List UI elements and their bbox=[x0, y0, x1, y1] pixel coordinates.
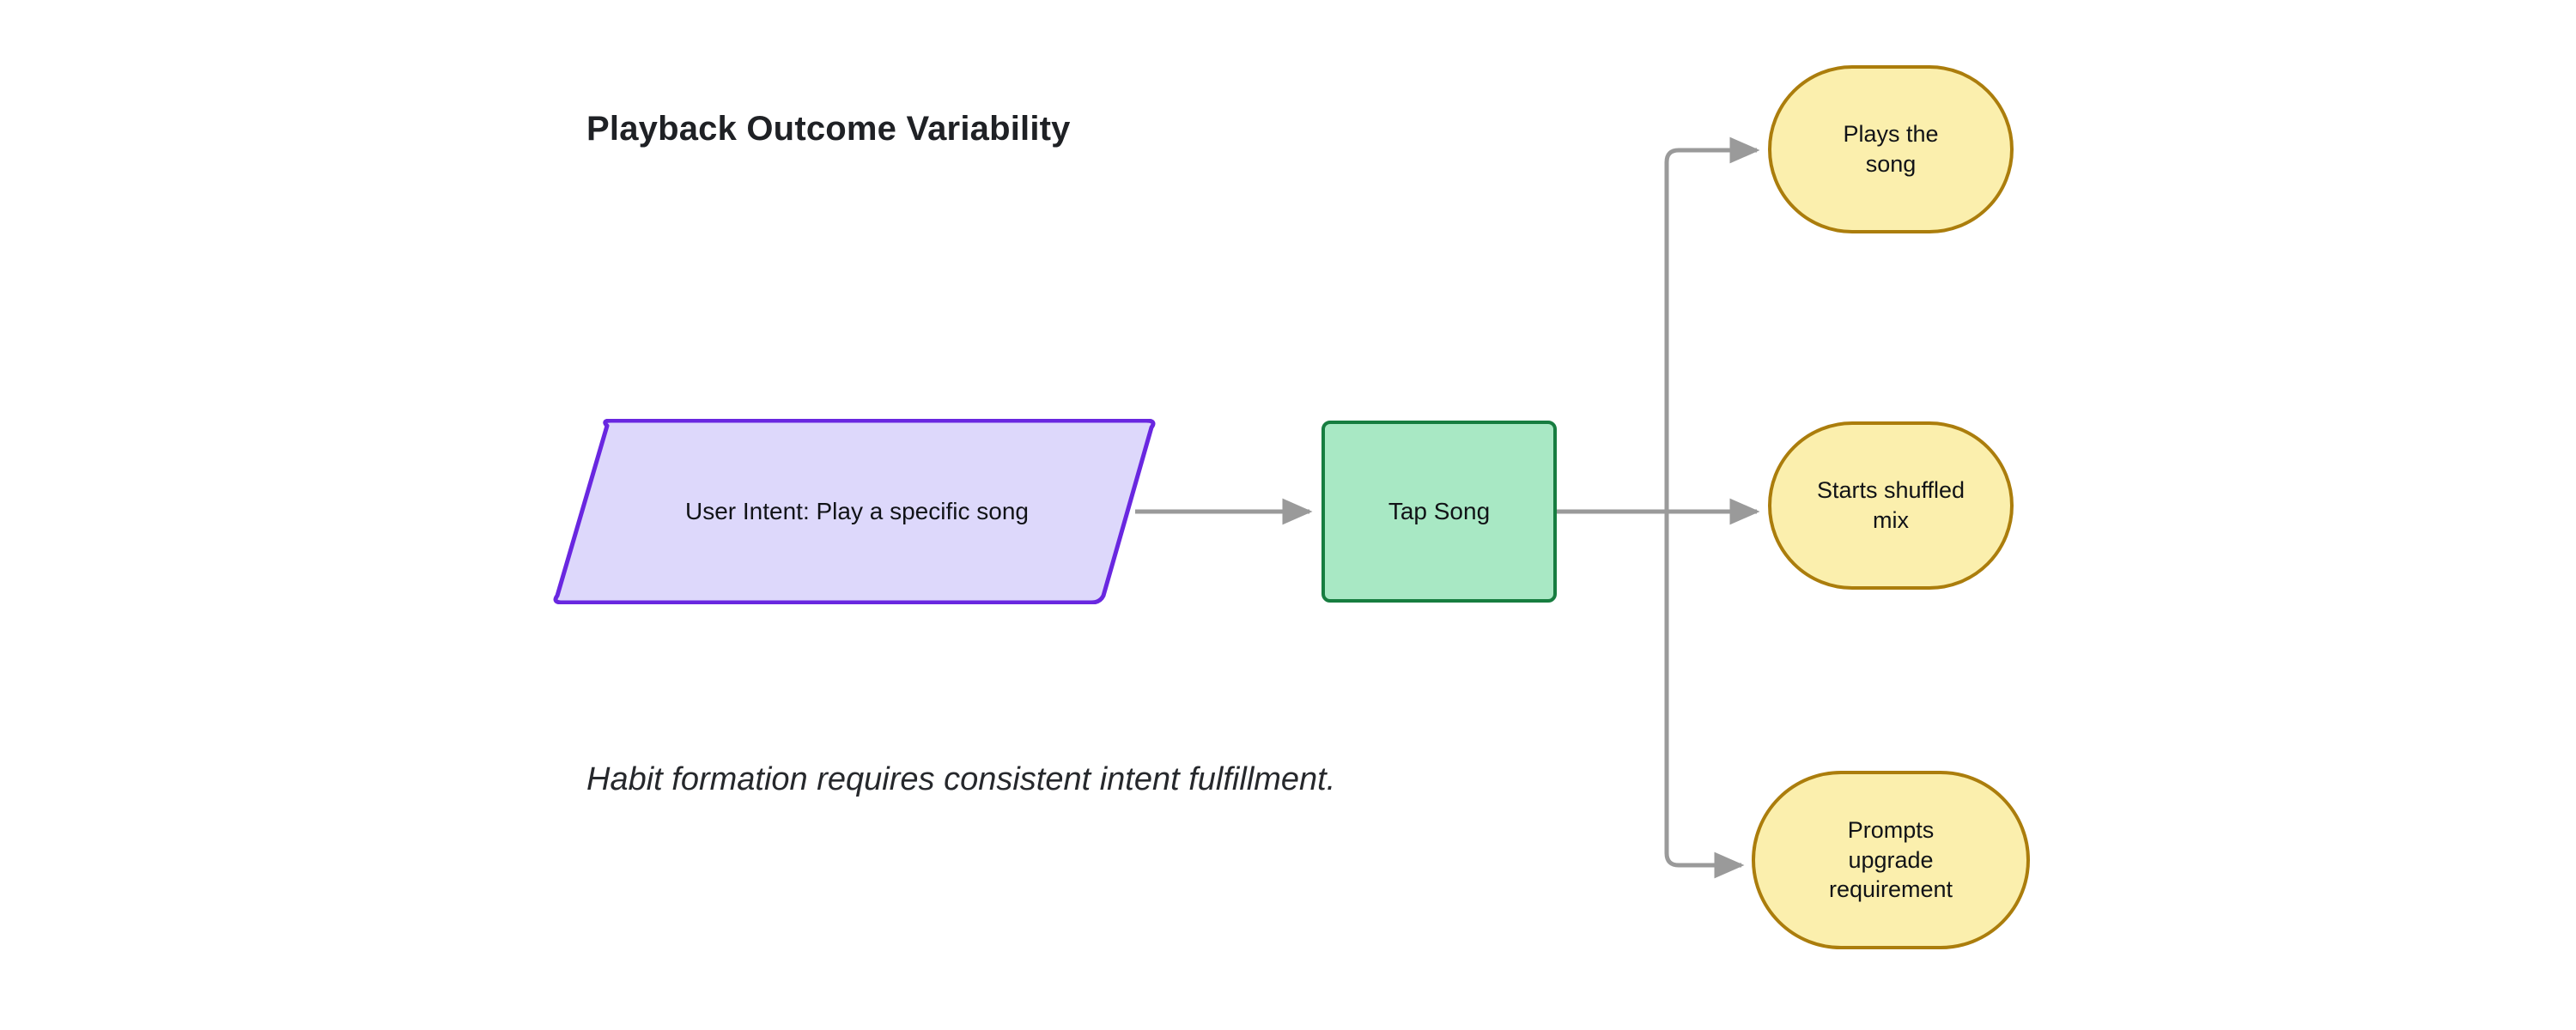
diagram-caption: Habit formation requires consistent inte… bbox=[586, 761, 1336, 797]
edge-tap-to-upgrade bbox=[1664, 512, 1745, 879]
node-user-intent[interactable]: User Intent: Play a specific song bbox=[550, 419, 1158, 604]
node-shuffled-mix[interactable]: Starts shuffled mix bbox=[1768, 421, 2014, 590]
node-user-intent-label: User Intent: Play a specific song bbox=[685, 498, 1029, 525]
parallelogram-shape bbox=[553, 419, 1156, 604]
node-plays-song-label: Plays the song bbox=[1843, 121, 1939, 177]
node-upgrade-prompt[interactable]: Prompts upgrade requirement bbox=[1752, 771, 2030, 949]
node-tap-song-label: Tap Song bbox=[1388, 498, 1491, 525]
node-plays-song[interactable]: Plays the song bbox=[1768, 65, 2014, 233]
page-title: Playback Outcome Variability bbox=[586, 110, 1071, 148]
node-shuffled-mix-label: Starts shuffled mix bbox=[1816, 477, 1965, 533]
edge-tap-to-plays bbox=[1664, 136, 1760, 512]
node-upgrade-prompt-label: Prompts upgrade requirement bbox=[1828, 817, 1953, 903]
node-tap-song[interactable]: Tap Song bbox=[1321, 421, 1557, 603]
